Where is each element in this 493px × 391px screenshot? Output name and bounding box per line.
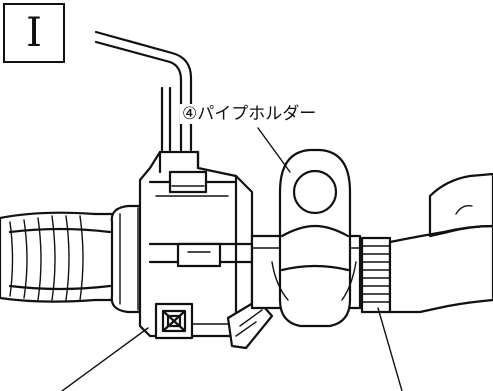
right-bracket bbox=[388, 224, 493, 314]
callout-leader-pipe-holder bbox=[257, 127, 291, 173]
adjuster-ring bbox=[360, 236, 392, 314]
grip-rubber bbox=[0, 211, 120, 303]
switch-housing bbox=[138, 150, 274, 350]
mirror-stay bbox=[94, 30, 193, 152]
callout-pipe-holder: ④パイプホルダー bbox=[180, 104, 319, 125]
callout-leader-switch bbox=[61, 327, 149, 391]
panel-label-box: I bbox=[3, 3, 65, 63]
callout-leader-ring bbox=[377, 307, 403, 391]
pipe-holder bbox=[271, 148, 357, 328]
panel-label: I bbox=[26, 10, 42, 56]
